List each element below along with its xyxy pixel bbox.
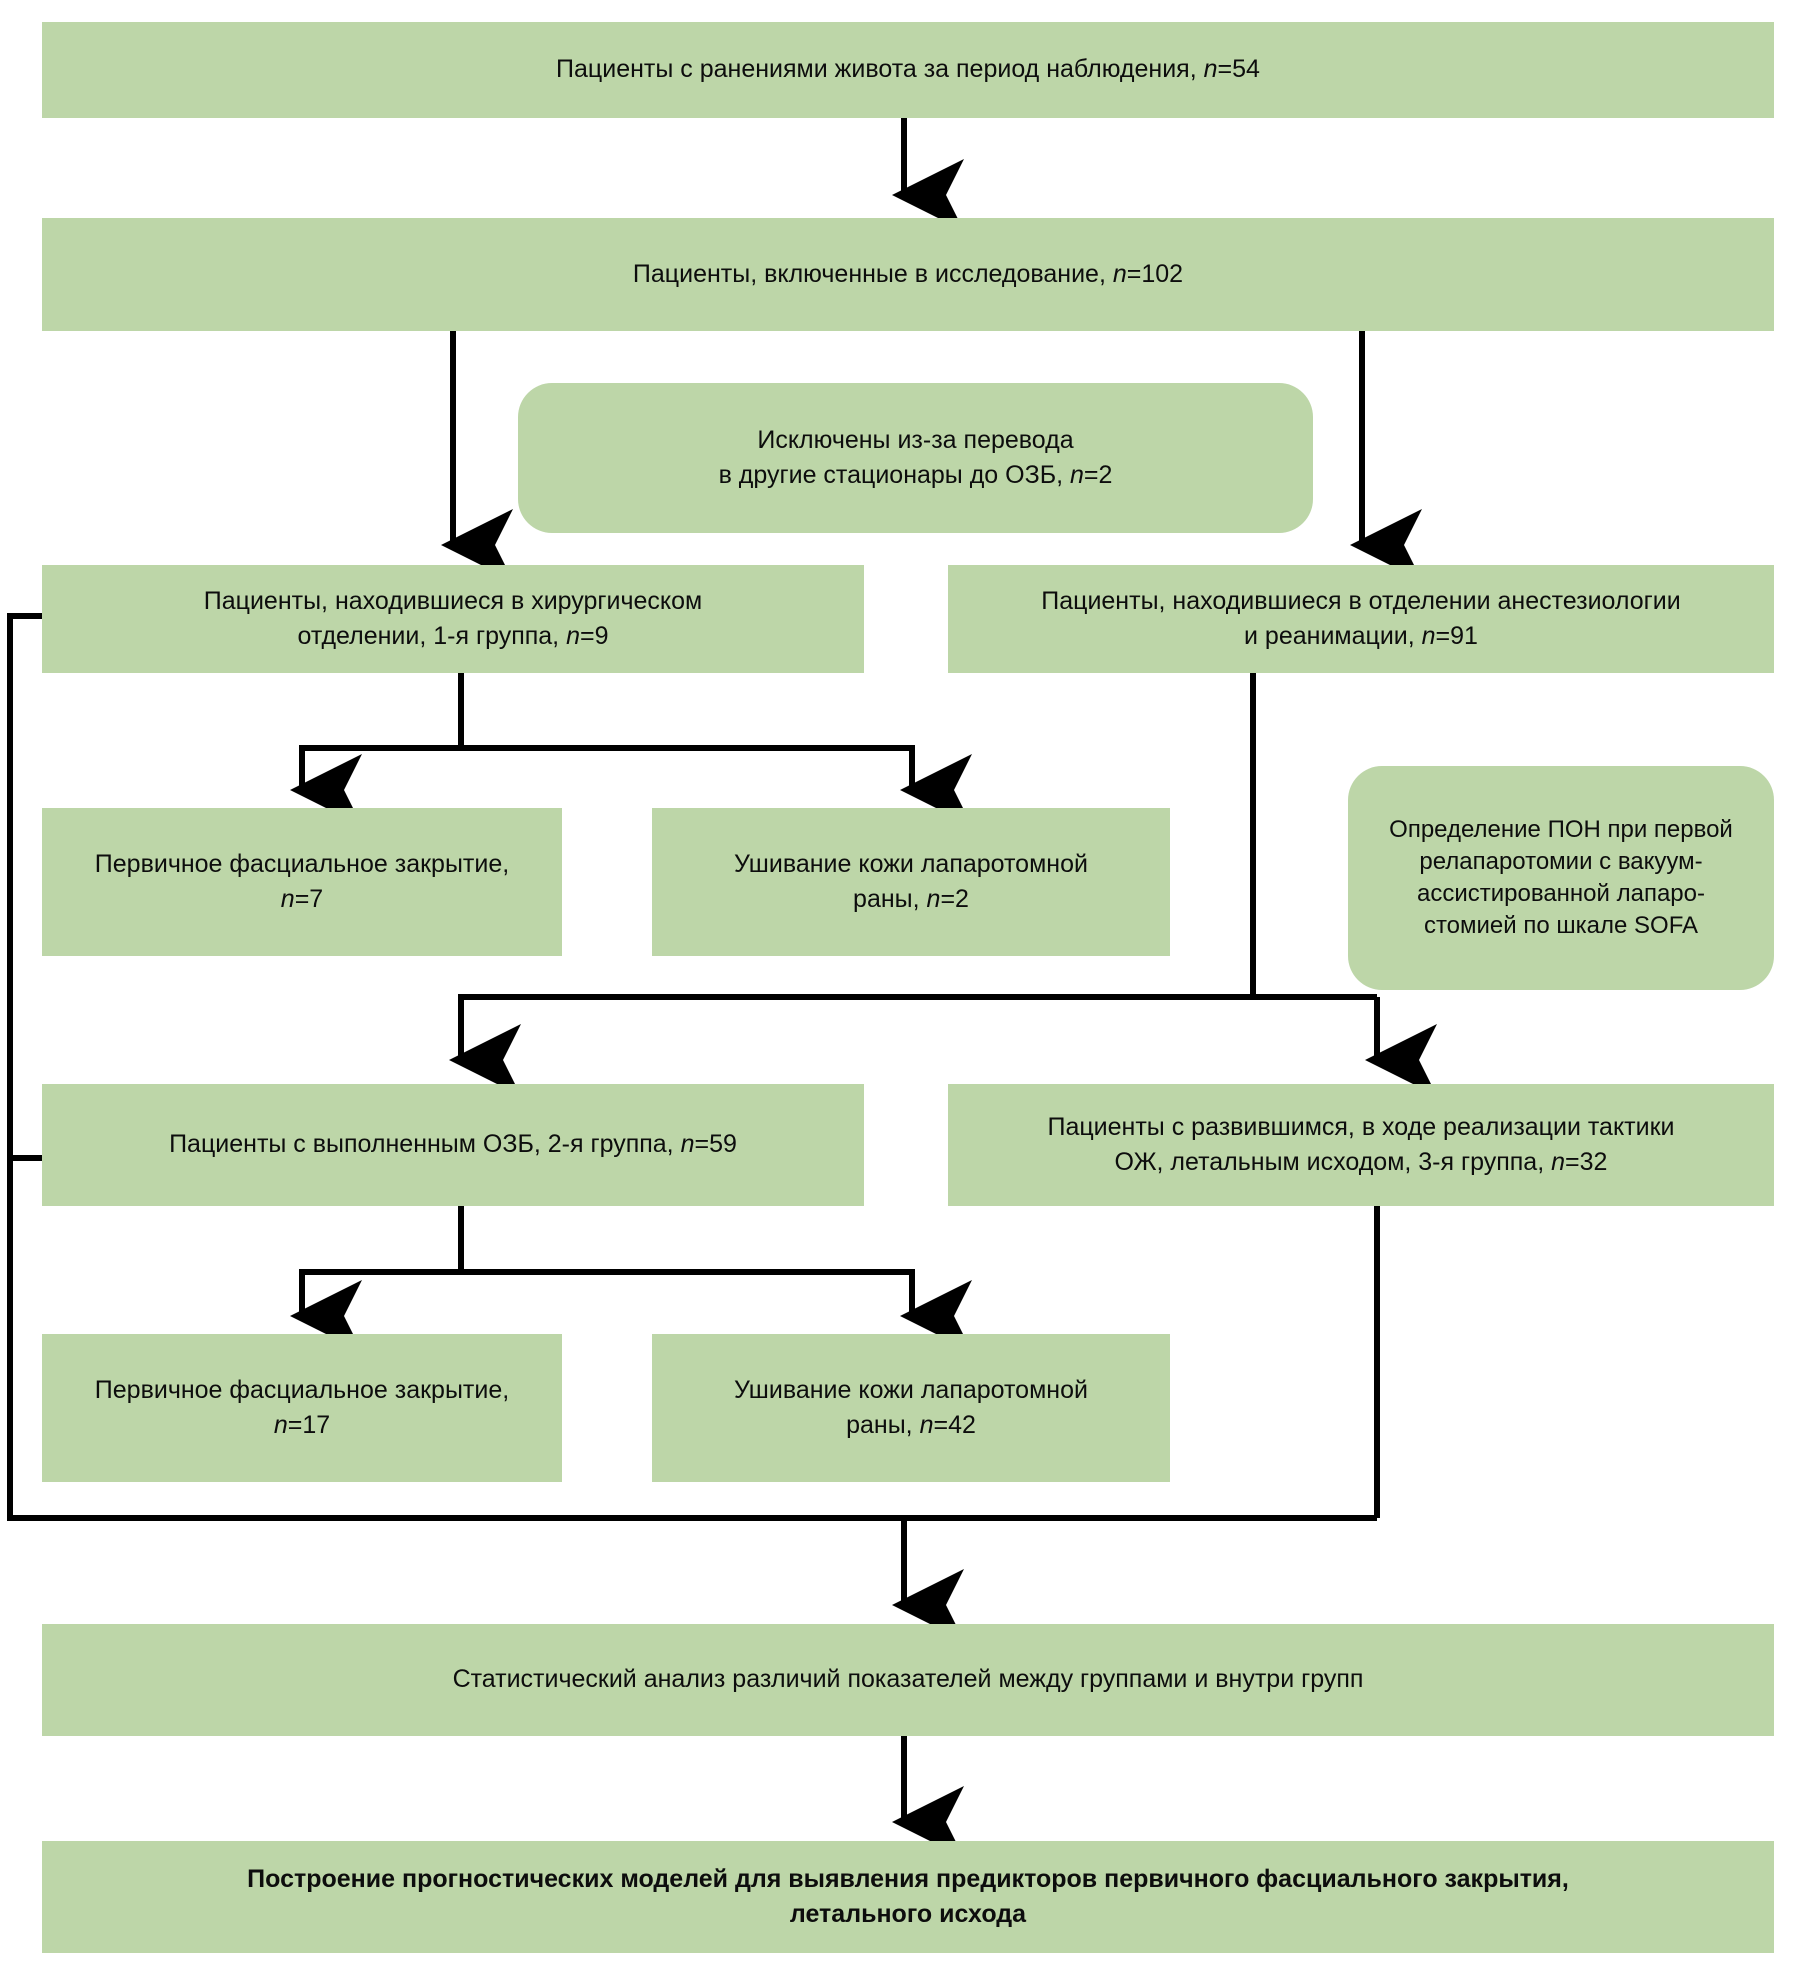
node-group3-lethal[interactable]: Пациенты с развившимся, в ходе реализаци… (948, 1084, 1774, 1206)
node-group2-ozb[interactable]: Пациенты с выполненным ОЗБ, 2-я группа, … (42, 1084, 864, 1206)
node-primary-fascial-closure-17[interactable]: Первичное фасциальное закрытие,n=17 (42, 1334, 562, 1482)
node-statistical-analysis[interactable]: Статистический анализ различий показател… (42, 1624, 1774, 1736)
node-included-patients[interactable]: Пациенты, включенные в исследование, n=1… (42, 218, 1774, 331)
node-total-patients-label: Пациенты с ранениями живота за период на… (556, 55, 1260, 84)
node-icu-patients-label: Пациенты, находившиеся в отделении анест… (1041, 586, 1681, 651)
node-group3-lethal-label: Пациенты с развившимся, в ходе реализаци… (1047, 1112, 1675, 1177)
node-icu-patients[interactable]: Пациенты, находившиеся в отделении анест… (948, 565, 1774, 673)
node-total-patients[interactable]: Пациенты с ранениями живота за период на… (42, 22, 1774, 118)
connector-group2-bus (290, 1206, 464, 1352)
connector-group1-bus (290, 673, 464, 826)
node-primary-fascial-closure-7[interactable]: Первичное фасциальное закрытие,n=7 (42, 808, 562, 956)
node-group2-ozb-label: Пациенты с выполненным ОЗБ, 2-я группа, … (169, 1130, 737, 1159)
node-statistical-analysis-label: Статистический анализ различий показател… (452, 1665, 1364, 1694)
node-included-patients-label: Пациенты, включенные в исследование, n=1… (632, 259, 1184, 288)
connector-merge-bus-left (449, 994, 1377, 1096)
node-primary-fascial-closure-17-label: Первичное фасциальное закрытие,n=17 (94, 1375, 510, 1440)
node-predictive-models[interactable]: Построение прогностических моделей для в… (42, 1841, 1774, 1953)
node-primary-fascial-closure-7-label: Первичное фасциальное закрытие,n=7 (94, 849, 510, 914)
node-predictive-models-label: Построение прогностических моделей для в… (247, 1864, 1569, 1929)
connector-group2-bus-right (461, 1269, 972, 1352)
connector-group1-bus-right (461, 745, 972, 826)
